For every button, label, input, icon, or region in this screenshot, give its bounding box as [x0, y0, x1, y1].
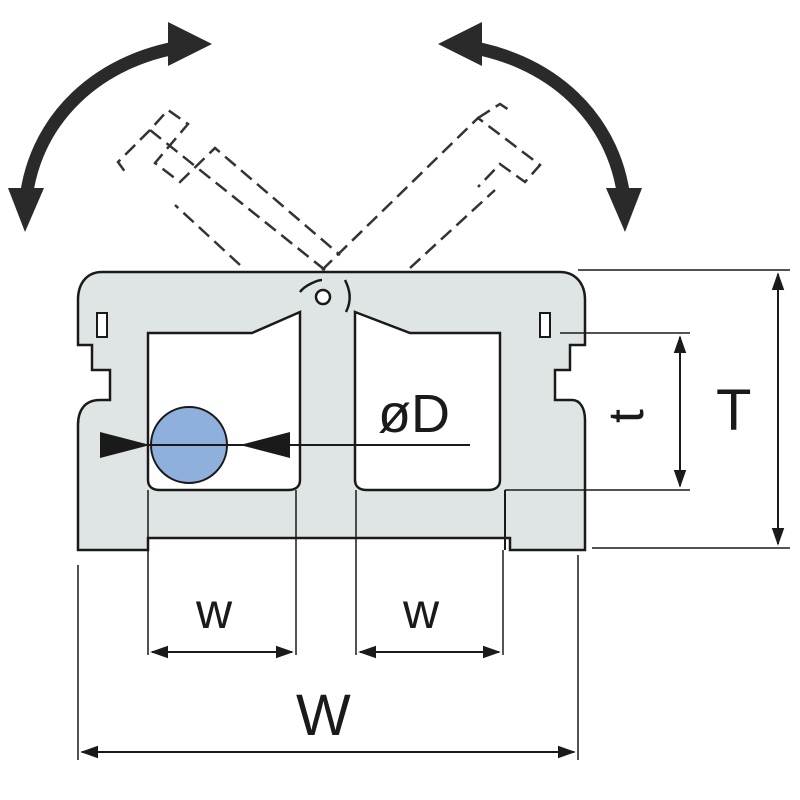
diameter-dimension — [100, 432, 470, 458]
T-extension-lines — [578, 269, 790, 549]
W-extension-lines — [77, 555, 579, 760]
w-right-label: w — [402, 583, 440, 639]
diameter-label: øD — [378, 384, 450, 444]
hinge-pin — [314, 288, 332, 306]
left-slot — [96, 312, 108, 338]
t-extension-lines — [560, 332, 690, 491]
open-lid-right-dashed — [321, 102, 542, 271]
left-rotation-arrow-icon — [8, 22, 212, 232]
open-lid-left-dashed — [116, 108, 341, 271]
w-extension-lines — [147, 490, 504, 655]
right-slot — [539, 312, 551, 338]
t-label: t — [598, 409, 654, 423]
w-left-label: w — [195, 583, 233, 639]
W-label: W — [296, 683, 351, 748]
lid-hinge-split — [298, 278, 351, 313]
right-rotation-arrow-icon — [438, 22, 642, 232]
T-label: T — [716, 378, 751, 443]
